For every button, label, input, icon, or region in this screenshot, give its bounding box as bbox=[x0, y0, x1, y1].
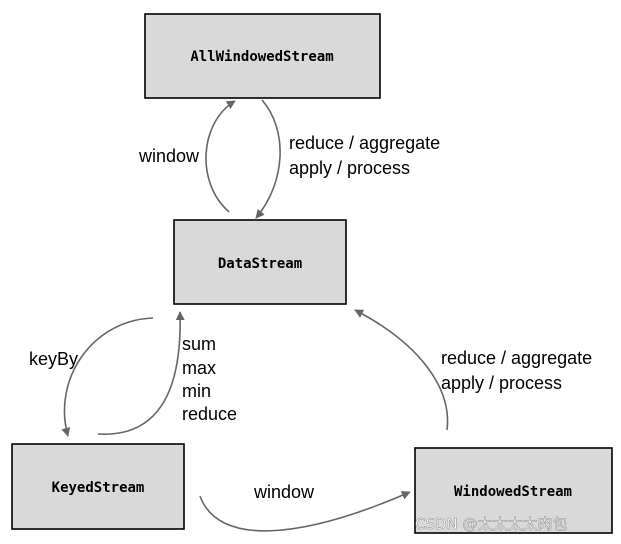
edge-windowed-to-data bbox=[354, 309, 449, 431]
node-box bbox=[11, 443, 185, 530]
node-data-stream: DataStream bbox=[173, 219, 347, 305]
edge-label-apply-process-top: apply / process bbox=[289, 158, 410, 178]
node-box bbox=[414, 447, 613, 534]
edge-keyed-to-windowed bbox=[199, 491, 411, 532]
edge-label-apply-process-right: apply / process bbox=[441, 373, 562, 393]
edge-label-keyby: keyBy bbox=[29, 349, 78, 369]
node-label: DataStream bbox=[218, 256, 302, 272]
node-all-windowed-stream: AllWindowedStream bbox=[144, 13, 381, 99]
edge-data-to-allwindowed bbox=[205, 100, 236, 213]
edge-label-window-top: window bbox=[138, 146, 200, 166]
node-label: WindowedStream bbox=[454, 484, 572, 500]
edge-label-sum: sum bbox=[182, 334, 216, 354]
edge-data-to-keyed bbox=[61, 317, 154, 437]
edge-label-reduce-aggregate-top: reduce / aggregate bbox=[289, 133, 440, 153]
watermark: CSDN @太太太太肉包 bbox=[415, 515, 568, 533]
edge-allwindowed-to-data bbox=[255, 99, 281, 219]
node-label: AllWindowedStream bbox=[190, 49, 333, 65]
edge-keyed-to-data bbox=[97, 311, 185, 435]
node-windowed-stream: WindowedStream bbox=[414, 447, 613, 534]
edge-label-min: min bbox=[182, 381, 211, 401]
node-box bbox=[144, 13, 381, 99]
node-label: KeyedStream bbox=[52, 480, 145, 496]
edge-label-max: max bbox=[182, 358, 216, 378]
edge-label-window-bottom: window bbox=[253, 482, 315, 502]
node-box bbox=[173, 219, 347, 305]
edge-label-reduce: reduce bbox=[182, 404, 237, 424]
node-keyed-stream: KeyedStream bbox=[11, 443, 185, 530]
edge-label-reduce-aggregate-right: reduce / aggregate bbox=[441, 348, 592, 368]
